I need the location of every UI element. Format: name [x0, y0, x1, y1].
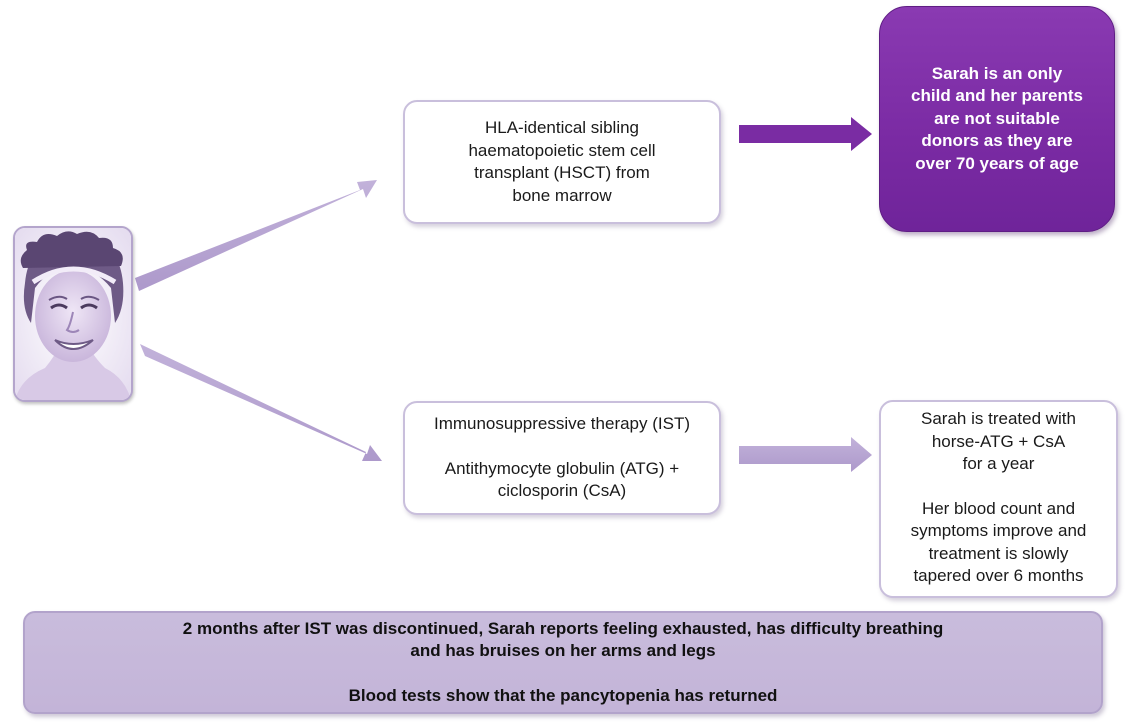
ist-option-box: Immunosuppressive therapy (IST) Antithym…: [403, 401, 721, 515]
outcome-line-3: for a year: [962, 454, 1035, 474]
summary-line-2: and has bruises on her arms and legs: [410, 641, 716, 661]
relapse-summary-box: 2 months after IST was discontinued, Sar…: [23, 611, 1103, 714]
hsct-line-4: bone marrow: [512, 185, 612, 205]
no-donor-line-5: over 70 years of age: [915, 153, 1079, 173]
outcome-line-2: horse-ATG + CsA: [931, 431, 1066, 451]
hsct-option-box: HLA-identical sibling haematopoietic ste…: [403, 100, 721, 224]
patient-face-icon: [15, 228, 131, 400]
outcome-line-6: treatment is slowly: [928, 543, 1069, 563]
patient-portrait: [13, 226, 133, 402]
outcome-line-1: Sarah is treated with: [921, 409, 1076, 429]
outcome-line-7: tapered over 6 months: [913, 566, 1084, 586]
no-donor-line-2: child and her parents: [911, 86, 1083, 106]
no-donor-line-1: Sarah is an only: [931, 63, 1063, 83]
ist-line-atg: Antithymocyte globulin (ATG) +: [444, 458, 680, 478]
outcome-line-5: symptoms improve and: [910, 521, 1087, 541]
arrow-to-ist-icon: [140, 344, 382, 461]
hsct-line-2: haematopoietic stem cell: [468, 140, 656, 160]
hsct-line-3: transplant (HSCT) from: [474, 163, 650, 182]
arrow-to-hsct-icon: [135, 180, 377, 291]
no-donor-line-3: are not suitable: [934, 108, 1060, 128]
no-sibling-donor-box: Sarah is an only child and her parents a…: [879, 6, 1115, 232]
arrow-hsct-to-outcome-icon: [739, 117, 872, 151]
summary-line-1: 2 months after IST was discontinued, Sar…: [182, 618, 944, 638]
no-donor-line-4: donors as they are: [921, 131, 1073, 151]
ist-line-csa: ciclosporin (CsA): [497, 481, 627, 501]
ist-outcome-box: Sarah is treated with horse-ATG + CsA fo…: [879, 400, 1118, 598]
hsct-line-1: HLA-identical sibling: [484, 118, 640, 137]
summary-line-3: Blood tests show that the pancytopenia h…: [348, 685, 778, 705]
arrow-ist-to-outcome-icon: [739, 437, 872, 472]
ist-title: Immunosuppressive therapy (IST): [433, 414, 691, 434]
outcome-line-4: Her blood count and: [921, 498, 1076, 518]
